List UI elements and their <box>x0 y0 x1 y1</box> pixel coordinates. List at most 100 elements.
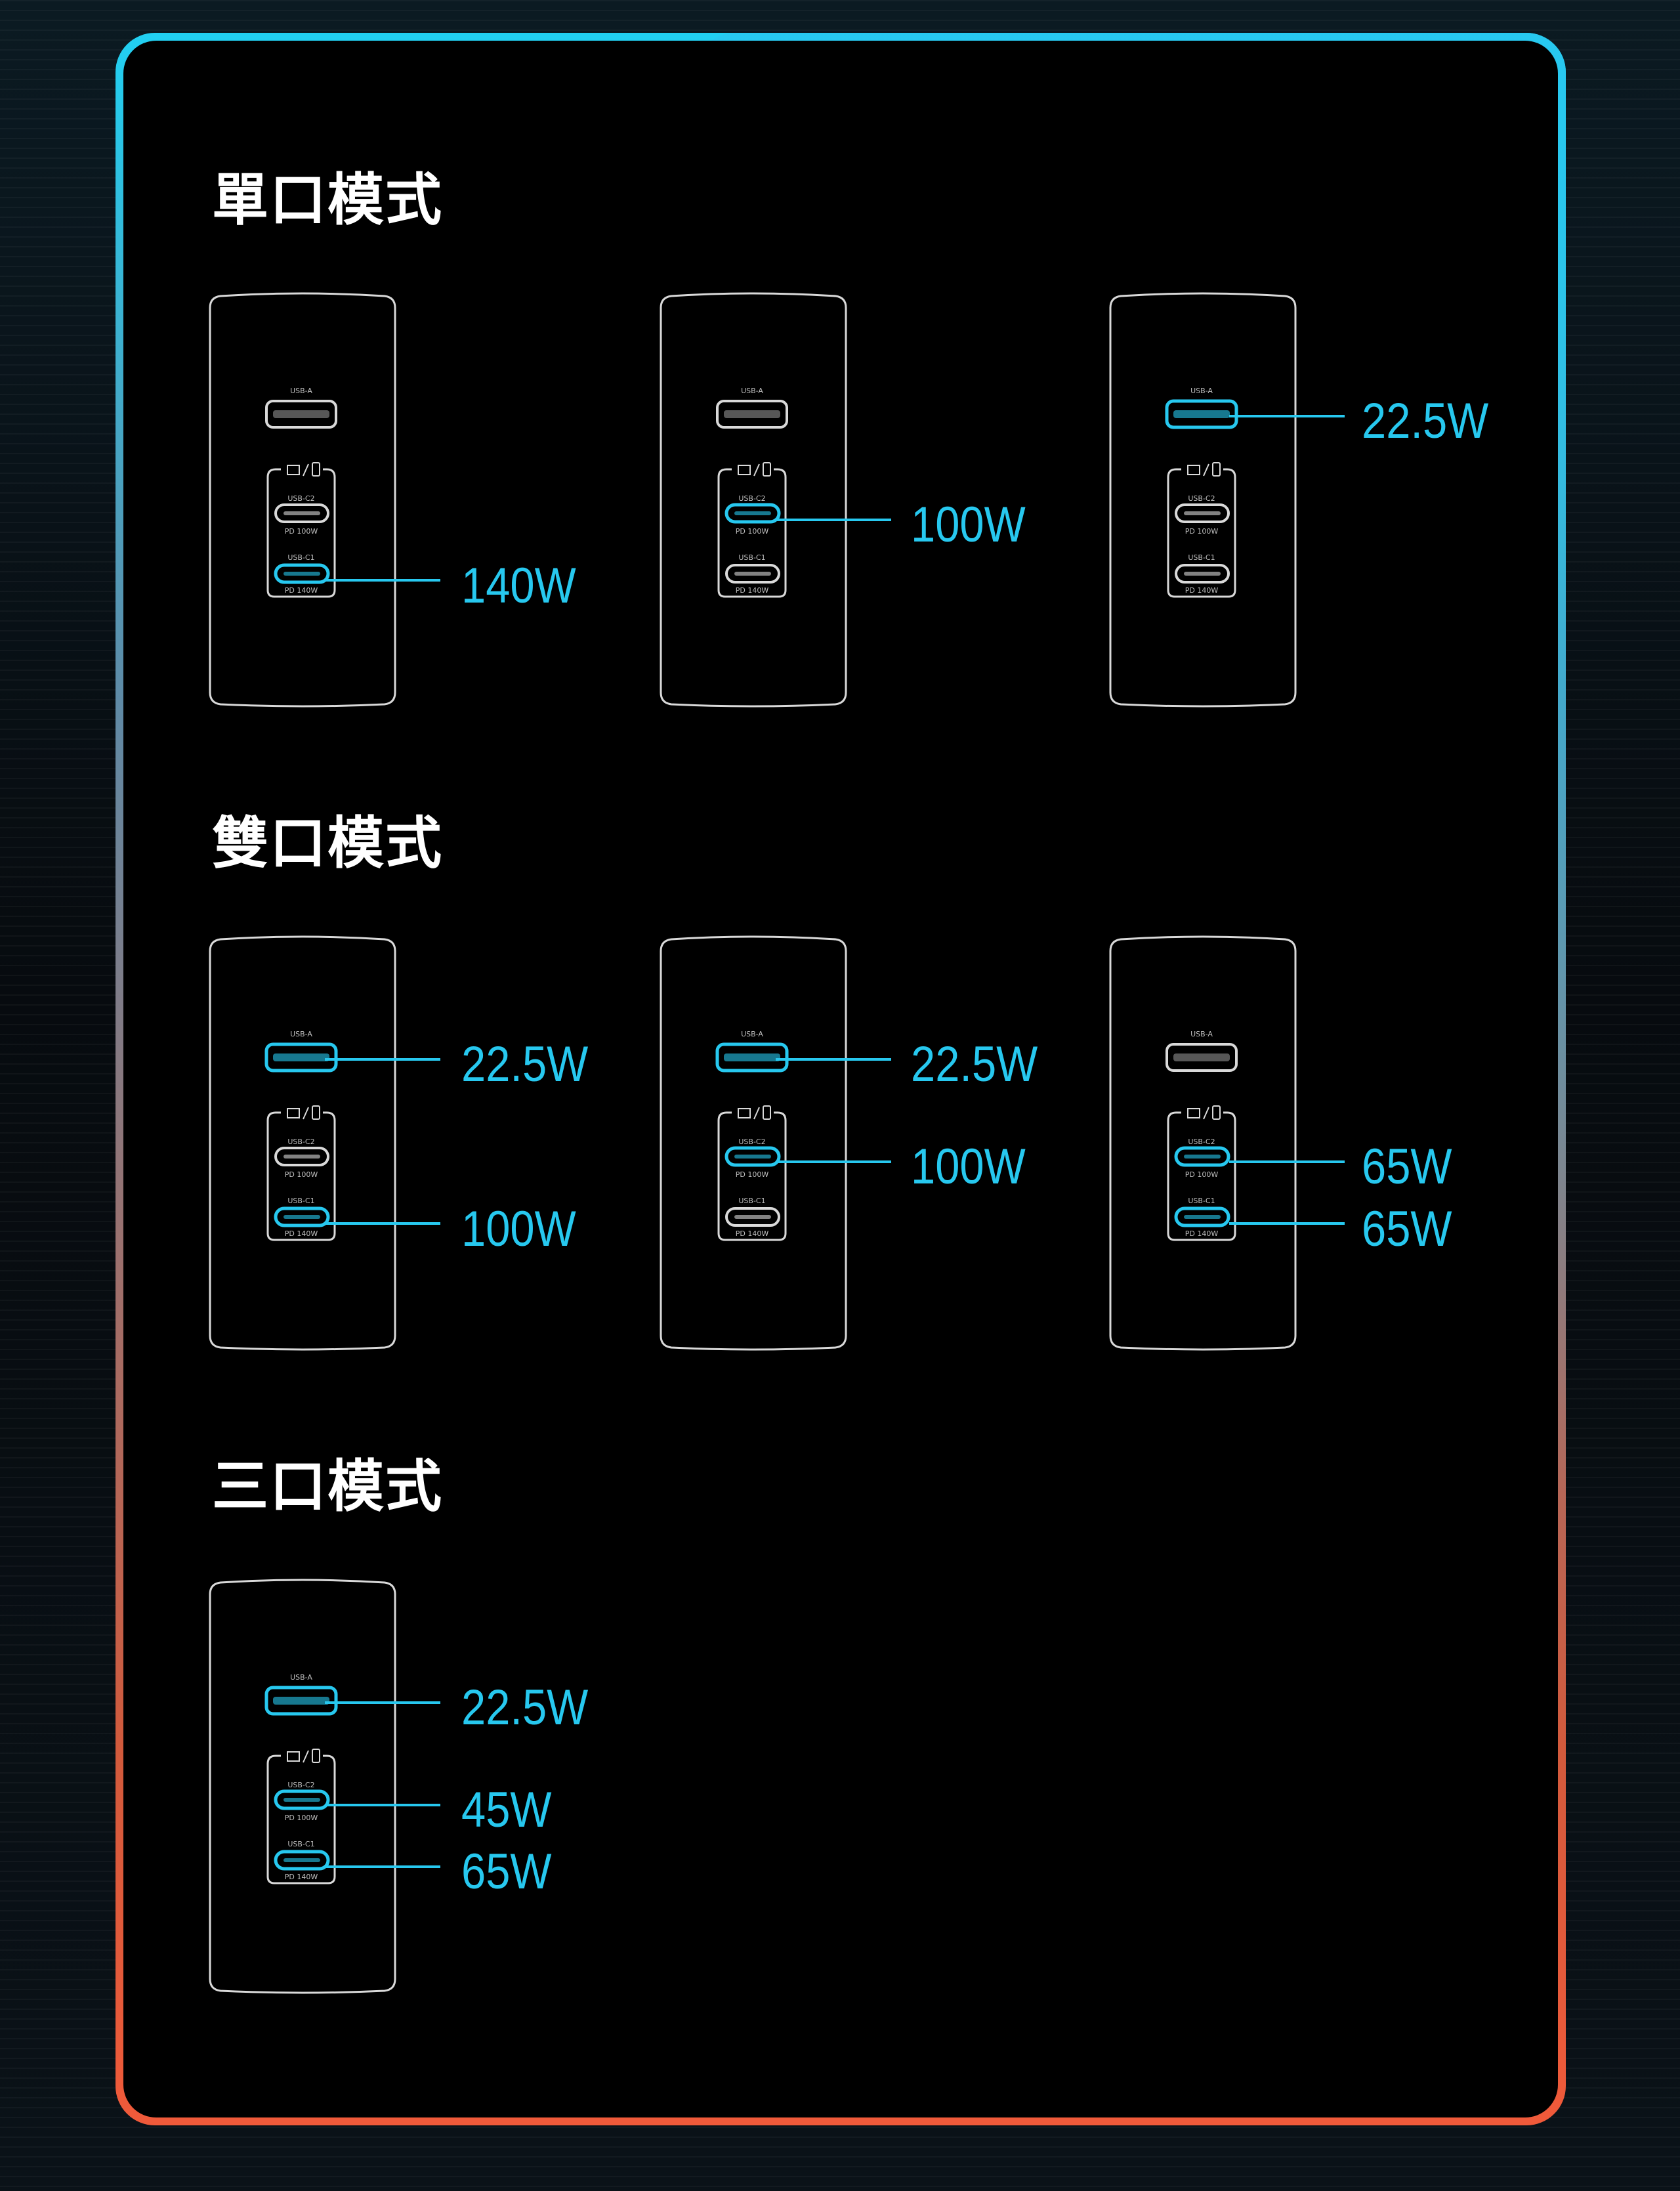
usb-c1-port-label: USB-C1 <box>287 553 314 562</box>
usb-a-port-tongue <box>1173 1053 1230 1061</box>
usb-a-port-tongue <box>724 1053 780 1061</box>
usb-c-group-bracket <box>1167 468 1236 598</box>
usb-c2-port-tongue <box>734 1155 771 1159</box>
output-label-usb-c1: 100W <box>461 1201 576 1257</box>
usb-c-group-bracket <box>266 468 336 598</box>
usb-a-port-tongue <box>1173 410 1230 418</box>
output-label-usb-c1: 140W <box>461 558 576 614</box>
slash-divider <box>1203 1107 1209 1120</box>
usb-c2-port-label: USB-C2 <box>287 1781 314 1789</box>
usb-c1-power-rating: PD 140W <box>285 586 318 595</box>
connector-line <box>1229 1222 1345 1225</box>
laptop-icon <box>287 1108 300 1118</box>
usb-c1-port-tongue <box>284 1215 320 1219</box>
output-label-usb-a: 22.5W <box>911 1036 1038 1092</box>
charger-body-outline <box>209 935 396 1351</box>
phone-icon <box>763 462 771 477</box>
usb-c-group-bracket <box>266 1755 336 1884</box>
slash-divider <box>303 1107 309 1120</box>
usb-c2-power-rating: PD 100W <box>736 1170 769 1179</box>
output-label-usb-c2: 100W <box>911 497 1026 553</box>
output-label-usb-c1: 65W <box>461 1844 552 1900</box>
slash-divider <box>1203 463 1209 477</box>
usb-c1-port-label: USB-C1 <box>287 1197 314 1205</box>
usb-c-group-bracket <box>717 468 787 598</box>
usb-c1-port-tongue <box>734 572 771 576</box>
slash-divider <box>753 463 760 477</box>
output-label-usb-a: 22.5W <box>1362 393 1489 449</box>
phone-icon <box>312 1749 320 1763</box>
usb-c2-port-label: USB-C2 <box>1188 494 1215 503</box>
usb-a-port-label: USB-A <box>290 1030 312 1038</box>
usb-c1-port <box>725 1207 780 1227</box>
usb-c2-port-tongue <box>284 1798 320 1802</box>
usb-c2-port <box>724 503 781 524</box>
phone-icon <box>763 1105 771 1120</box>
usb-c1-port <box>274 563 330 584</box>
connector-line <box>1229 415 1345 417</box>
charger-body-outline <box>209 292 396 708</box>
usb-a-port-label: USB-A <box>1190 1030 1213 1038</box>
usb-c2-port-label: USB-C2 <box>1188 1138 1215 1146</box>
usb-c2-port-tongue <box>734 511 771 515</box>
laptop-icon <box>1187 465 1200 475</box>
connector-line <box>1229 1160 1345 1163</box>
usb-c1-power-rating: PD 140W <box>1185 586 1219 595</box>
usb-c1-power-rating: PD 140W <box>285 1873 318 1881</box>
charger-body-outline <box>660 935 847 1351</box>
usb-c2-power-rating: PD 100W <box>285 527 318 536</box>
usb-c1-port-tongue <box>284 572 320 576</box>
usb-c2-port <box>724 1146 781 1167</box>
usb-c1-power-rating: PD 140W <box>1185 1229 1219 1238</box>
usb-c1-power-rating: PD 140W <box>285 1229 318 1238</box>
connector-line <box>325 1058 440 1061</box>
usb-a-port <box>264 1686 338 1716</box>
section-title-triple-port: 三口模式 <box>212 1454 443 1520</box>
laptop-icon <box>738 1108 751 1118</box>
usb-c2-port-label: USB-C2 <box>738 494 765 503</box>
connector-line <box>776 519 891 521</box>
phone-icon <box>1212 1105 1221 1120</box>
slash-divider <box>303 1750 309 1763</box>
phone-icon <box>312 1105 320 1120</box>
usb-c1-port-tongue <box>734 1215 771 1219</box>
usb-a-port-tongue <box>273 1697 329 1705</box>
usb-a-port-label: USB-A <box>290 1673 312 1682</box>
usb-a-port-tongue <box>273 410 329 418</box>
usb-c1-port <box>1175 564 1230 584</box>
usb-c1-port-label: USB-C1 <box>287 1840 314 1848</box>
laptop-icon <box>1187 1108 1200 1118</box>
usb-c1-port-tongue <box>1184 572 1221 576</box>
output-label-usb-c2: 100W <box>911 1139 1026 1195</box>
section-title-single-port: 單口模式 <box>212 167 443 233</box>
usb-a-port <box>264 1042 338 1073</box>
usb-a-port-label: USB-A <box>741 1030 763 1038</box>
usb-c2-port-tongue <box>1184 1155 1221 1159</box>
charger-body-outline <box>1109 935 1297 1351</box>
usb-c2-port-label: USB-C2 <box>287 1138 314 1146</box>
section-title-dual-port: 雙口模式 <box>212 811 443 876</box>
usb-c-group-bracket <box>717 1111 787 1241</box>
charger-body-outline <box>660 292 847 708</box>
output-label-usb-c1: 65W <box>1362 1201 1452 1257</box>
usb-c1-port-tongue <box>284 1858 320 1862</box>
usb-c1-port-tongue <box>1184 1215 1221 1219</box>
usb-c2-port-tongue <box>284 1155 320 1159</box>
connector-line <box>776 1058 891 1061</box>
usb-a-port <box>265 400 337 429</box>
usb-a-port-label: USB-A <box>741 387 763 395</box>
phone-icon <box>1212 462 1221 477</box>
laptop-icon <box>287 1751 300 1762</box>
usb-c1-port <box>274 1206 330 1227</box>
connector-line <box>325 579 440 582</box>
laptop-icon <box>287 465 300 475</box>
usb-c2-port <box>274 1147 329 1166</box>
usb-c2-port <box>274 503 329 523</box>
